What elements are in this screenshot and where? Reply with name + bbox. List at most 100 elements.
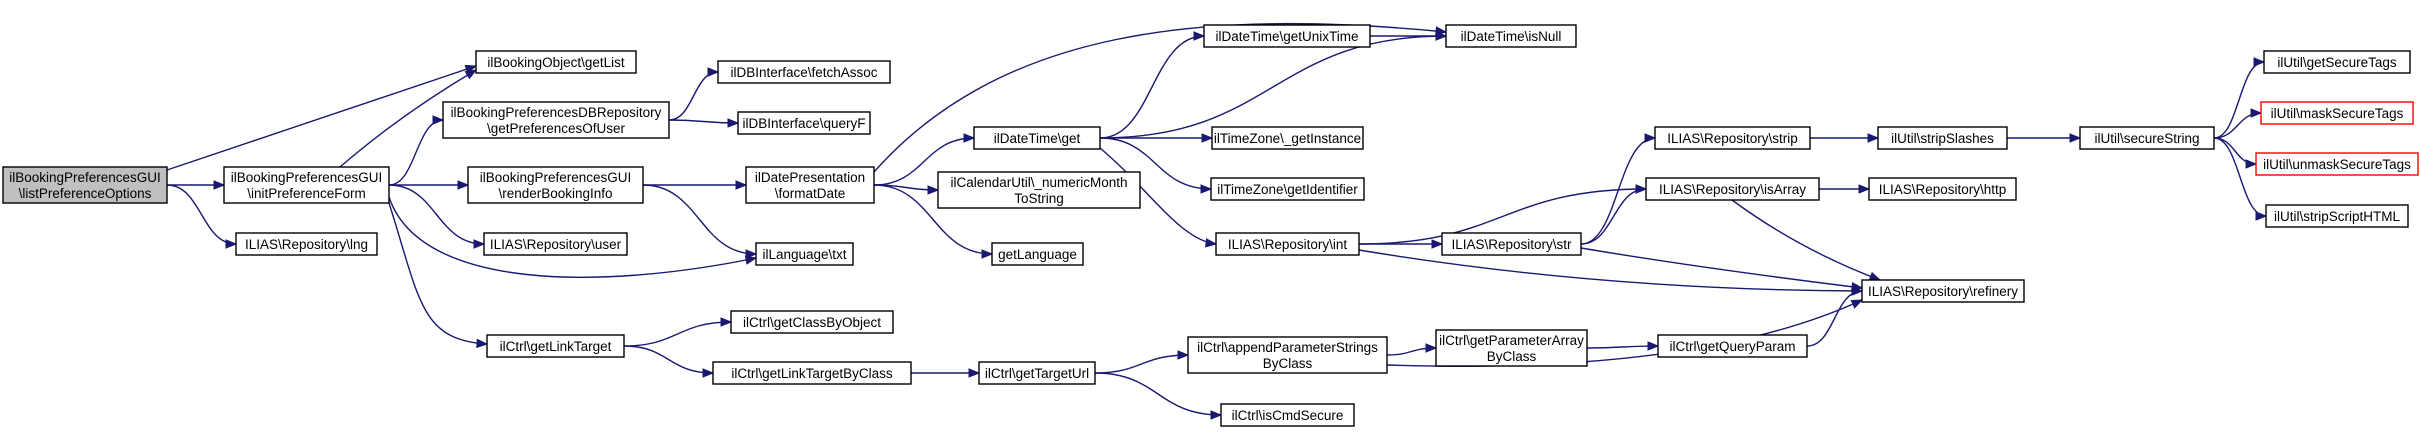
node-repoIsArray[interactable]: ILIAS\Repository\isArray [1645, 177, 1820, 201]
node-getUnixTime[interactable]: ilDateTime\getUnixTime [1203, 24, 1371, 48]
node-box [1445, 24, 1577, 48]
edge-root-to-lng [166, 184, 238, 249]
node-box [1187, 336, 1388, 374]
node-repoStrip[interactable]: ILIAS\Repository\strip [1654, 126, 1811, 150]
node-repoHttp[interactable]: ILIAS\Repository\http [1868, 177, 2017, 201]
node-box [2260, 101, 2414, 125]
node-label: ilCtrl\appendParameterStrings [1197, 340, 1378, 355]
node-label: ilDateTime\get [994, 131, 1081, 146]
node-getQueryParam[interactable]: ilCtrl\getQueryParam [1657, 334, 1808, 358]
edge-getParamArray-to-getQueryParam [1586, 341, 1660, 351]
node-label: ILIAS\Repository\http [1879, 182, 2007, 197]
node-isNull[interactable]: ilDateTime\isNull [1445, 24, 1577, 48]
node-box [2255, 152, 2419, 176]
node-getLinkTarget[interactable]: ilCtrl\getLinkTarget [486, 334, 625, 358]
edge-getLinkTarget-to-getLinkTargetByClass [623, 345, 715, 378]
node-label: ilCalendarUtil\_numericMonth [950, 175, 1127, 190]
node-box [730, 310, 894, 334]
node-dbRepo[interactable]: ilBookingPreferencesDBRepository\getPref… [442, 101, 670, 139]
node-label: ByClass [1487, 349, 1537, 364]
node-formatDate[interactable]: ilDatePresentation\formatDate [745, 166, 875, 204]
node-label: ILIAS\Repository\lng [245, 237, 368, 252]
edge-secureString-to-stripScriptHTML [2213, 137, 2268, 221]
node-repoInt[interactable]: ILIAS\Repository\int [1215, 232, 1360, 256]
edge-repoIsArray-to-repoHttp [1818, 184, 1871, 194]
node-label: ILIAS\Repository\isArray [1659, 182, 1806, 197]
edge-formatDate-to-dtGet [873, 133, 976, 186]
node-isCmdSecure[interactable]: ilCtrl\isCmdSecure [1220, 403, 1355, 427]
node-label: ILIAS\Repository\user [490, 237, 622, 252]
node-label: ilDatePresentation [755, 170, 865, 185]
node-lng[interactable]: ILIAS\Repository\lng [235, 232, 378, 256]
node-label: ILIAS\Repository\int [1228, 237, 1348, 252]
node-tzInstance[interactable]: ilTimeZone\_getInstance [1211, 126, 1364, 150]
edge-layer [166, 22, 2268, 420]
node-secureString[interactable]: ilUtil\secureString [2079, 126, 2215, 150]
node-label: ilBookingObject\getList [487, 55, 625, 70]
edge-dbRepo-to-queryF [668, 118, 740, 128]
edge-dtGet-to-getUnixTime [1099, 31, 1206, 139]
node-box [1215, 232, 1360, 256]
node-user[interactable]: ILIAS\Repository\user [483, 232, 628, 256]
node-stripScriptHTML[interactable]: ilUtil\stripScriptHTML [2265, 204, 2409, 228]
node-langTxt[interactable]: ilLanguage\txt [755, 242, 854, 266]
node-box [1210, 177, 1365, 201]
node-fetchAssoc[interactable]: ilDBInterface\fetchAssoc [717, 60, 891, 84]
edge-repoStr-to-repoIsArray [1580, 184, 1648, 245]
edge-initForm-to-user [388, 184, 486, 249]
node-box [467, 166, 644, 204]
node-box [486, 334, 625, 358]
edge-getTargetUrl-to-isCmdSecure [1094, 372, 1223, 420]
node-box [1877, 126, 2008, 150]
edge-repoIsArray-to-refinery [1731, 199, 1882, 281]
node-label: ilUtil\secureString [2094, 131, 2199, 146]
node-box [2265, 204, 2409, 228]
node-box [737, 111, 871, 135]
edge-root-to-getList [166, 64, 478, 171]
node-box [991, 242, 1084, 266]
node-unmaskSecureTags[interactable]: ilUtil\unmaskSecureTags [2255, 152, 2419, 176]
node-label: ilBookingPreferencesGUI [480, 170, 632, 185]
node-box [1654, 126, 1811, 150]
edge-formatDate-to-getLanguage [873, 184, 994, 259]
node-label: ilCtrl\getLinkTargetByClass [731, 366, 893, 381]
node-box [1645, 177, 1820, 201]
edge-getLinkTargetByClass-to-getTargetUrl [911, 368, 981, 378]
node-stripSlashes[interactable]: ilUtil\stripSlashes [1877, 126, 2008, 150]
node-renderInfo[interactable]: ilBookingPreferencesGUI\renderBookingInf… [467, 166, 644, 204]
node-box [1657, 334, 1808, 358]
node-box [978, 361, 1096, 385]
edge-repoStrip-to-stripSlashes [1810, 133, 1880, 143]
node-getList[interactable]: ilBookingObject\getList [475, 50, 637, 74]
node-getClassByObject[interactable]: ilCtrl\getClassByObject [730, 310, 894, 334]
node-dtGet[interactable]: ilDateTime\get [973, 126, 1101, 150]
node-box [475, 50, 637, 74]
node-label: ilBookingPreferencesGUI [9, 170, 161, 185]
node-maskSecureTags[interactable]: ilUtil\maskSecureTags [2260, 101, 2414, 125]
node-label: ilCtrl\getLinkTarget [500, 339, 612, 354]
node-box [937, 171, 1141, 209]
node-box [1441, 232, 1582, 256]
node-label: ilCtrl\isCmdSecure [1232, 408, 1344, 423]
node-tzIdentifier[interactable]: ilTimeZone\getIdentifier [1210, 177, 1365, 201]
node-label: ilUtil\stripScriptHTML [2274, 209, 2401, 224]
node-label: ILIAS\Repository\strip [1667, 131, 1798, 146]
edge-initForm-to-getLinkTarget [388, 202, 489, 349]
node-getLanguage[interactable]: getLanguage [991, 242, 1084, 266]
node-getTargetUrl[interactable]: ilCtrl\getTargetUrl [978, 361, 1096, 385]
node-root[interactable]: ilBookingPreferencesGUI\listPreferenceOp… [2, 166, 168, 204]
node-label: ilUtil\maskSecureTags [2271, 106, 2404, 121]
node-label: ilTimeZone\_getInstance [1214, 131, 1361, 146]
node-refinery[interactable]: ILIAS\Repository\refinery [1861, 279, 2025, 303]
node-label: ilLanguage\txt [762, 247, 846, 262]
node-getLinkTargetByClass[interactable]: ilCtrl\getLinkTargetByClass [712, 361, 912, 385]
node-getSecureTags[interactable]: ilUtil\getSecureTags [2263, 50, 2411, 74]
node-box [712, 361, 912, 385]
node-repoStr[interactable]: ILIAS\Repository\str [1441, 232, 1582, 256]
node-queryF[interactable]: ilDBInterface\queryF [737, 111, 871, 135]
node-initForm[interactable]: ilBookingPreferencesGUI\initPreferenceFo… [223, 166, 390, 204]
